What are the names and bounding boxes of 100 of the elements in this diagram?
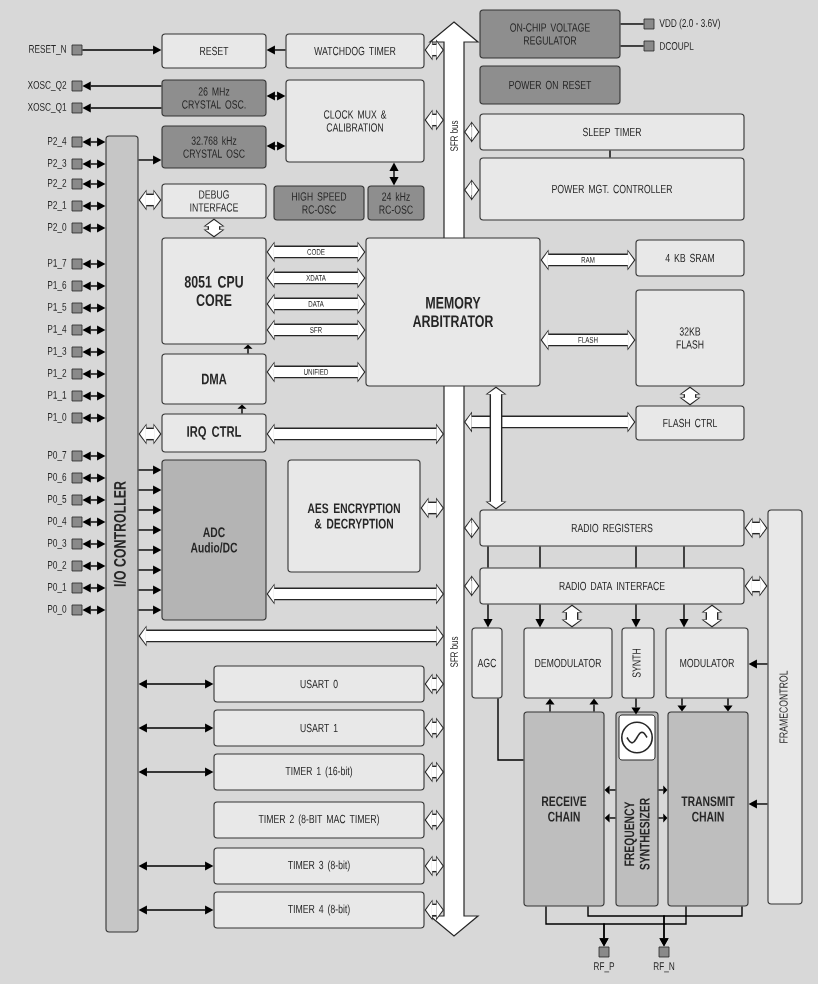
processor-block: 8051 CPU CORE bbox=[161, 237, 267, 345]
arrow bbox=[82, 303, 106, 313]
bus-arrow bbox=[561, 604, 583, 628]
arrow bbox=[138, 861, 214, 871]
arrow bbox=[631, 697, 641, 715]
arrow bbox=[545, 698, 555, 713]
connector-line bbox=[619, 45, 645, 47]
connector-line bbox=[497, 697, 525, 761]
arrow bbox=[82, 259, 106, 269]
arrow bbox=[82, 517, 106, 527]
arrow bbox=[82, 413, 106, 423]
arrow bbox=[137, 505, 162, 515]
bus-arrow bbox=[485, 386, 507, 510]
bus-arrow bbox=[424, 809, 444, 831]
arrow bbox=[81, 45, 162, 55]
arrow bbox=[82, 605, 106, 615]
arrow bbox=[138, 905, 214, 915]
bus-arrow bbox=[203, 218, 225, 238]
bus-arrow bbox=[424, 761, 444, 783]
bus-arrow bbox=[424, 717, 444, 739]
arrow bbox=[82, 391, 106, 401]
bus-arrow bbox=[266, 267, 366, 289]
arrow bbox=[138, 767, 214, 777]
arrow bbox=[604, 785, 617, 795]
bus-arrow bbox=[424, 109, 444, 131]
connector-line bbox=[487, 545, 489, 569]
connector-line bbox=[619, 23, 645, 25]
connector-line bbox=[609, 149, 611, 159]
bus-arrow bbox=[424, 39, 444, 61]
bus-arrow bbox=[424, 855, 444, 877]
connector-line bbox=[539, 545, 541, 569]
arrow bbox=[82, 347, 106, 357]
arrow bbox=[82, 583, 106, 593]
arrow bbox=[237, 404, 247, 415]
arrow bbox=[82, 369, 106, 379]
arrow bbox=[138, 723, 214, 733]
arrow bbox=[82, 281, 106, 291]
arrow bbox=[137, 155, 162, 165]
bus-arrow bbox=[266, 241, 366, 263]
arrow bbox=[631, 603, 641, 628]
bus-arrow bbox=[266, 319, 366, 341]
arrow bbox=[137, 485, 162, 495]
arrow bbox=[723, 697, 733, 712]
arrow bbox=[137, 525, 162, 535]
bus-arrow bbox=[540, 249, 636, 271]
arrow bbox=[748, 799, 769, 809]
bus-arrow bbox=[464, 411, 636, 433]
arrow bbox=[659, 905, 743, 947]
arrow bbox=[137, 565, 162, 575]
bus-arrow bbox=[540, 329, 636, 351]
arrow bbox=[82, 451, 106, 461]
bus-arrow bbox=[138, 625, 444, 647]
bus-arrow bbox=[266, 293, 366, 315]
arrow bbox=[137, 605, 162, 615]
arrow bbox=[82, 223, 106, 233]
bus-arrow bbox=[464, 121, 480, 143]
arrow bbox=[138, 679, 214, 689]
arrow bbox=[82, 81, 163, 91]
arrow bbox=[677, 697, 687, 712]
connector-line bbox=[635, 545, 637, 569]
arrow bbox=[82, 159, 106, 169]
arrow bbox=[599, 905, 687, 947]
connector-line bbox=[683, 545, 685, 569]
bus-arrow bbox=[420, 497, 444, 519]
bus-arrow bbox=[464, 517, 480, 539]
arrow bbox=[266, 45, 287, 55]
arrow bbox=[266, 141, 286, 151]
bus-arrow bbox=[464, 575, 480, 597]
arrow bbox=[137, 585, 162, 595]
bus-arrow bbox=[424, 673, 444, 695]
arrow bbox=[243, 344, 253, 355]
bus-arrow bbox=[266, 583, 444, 605]
oscillator-icon bbox=[618, 714, 656, 761]
bus-arrow bbox=[679, 386, 701, 406]
bus-arrow bbox=[744, 575, 768, 597]
bus-arrow bbox=[266, 361, 366, 383]
arrow bbox=[535, 603, 545, 628]
arrow bbox=[657, 785, 668, 795]
bus-arrow bbox=[744, 517, 768, 539]
arrow bbox=[483, 603, 493, 628]
arrow bbox=[137, 465, 162, 475]
bus-arrow bbox=[701, 604, 723, 628]
arrow bbox=[266, 91, 286, 101]
arrow bbox=[82, 539, 106, 549]
arrow bbox=[657, 813, 668, 823]
arrow bbox=[137, 545, 162, 555]
bus-arrow bbox=[464, 179, 480, 201]
arrow bbox=[82, 473, 106, 483]
bus-arrow bbox=[266, 423, 444, 445]
bus-arrow bbox=[138, 423, 162, 445]
controller-bar: I/O CONTROLLER bbox=[105, 135, 139, 933]
arrow bbox=[82, 103, 163, 113]
arrow bbox=[604, 813, 617, 823]
arrow bbox=[82, 201, 106, 211]
arrow bbox=[82, 495, 106, 505]
arrow bbox=[82, 561, 106, 571]
arrow bbox=[679, 603, 689, 628]
arrow bbox=[82, 137, 106, 147]
bus-arrow bbox=[138, 189, 162, 211]
arrow bbox=[82, 325, 106, 335]
